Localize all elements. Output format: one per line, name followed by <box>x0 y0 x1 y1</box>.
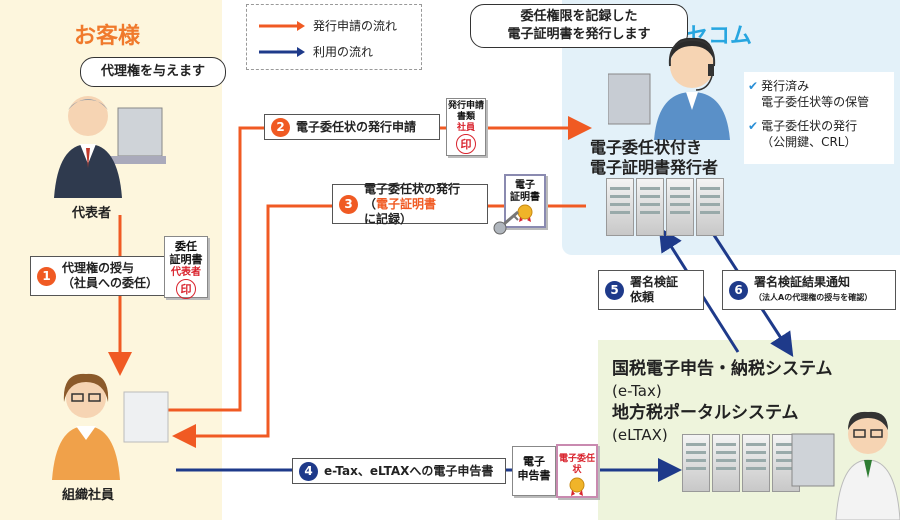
secom-speech-bubble: 委任権限を記録した 電子証明書を発行します <box>470 4 688 48</box>
step3-label: 3 電子委任状の発行 （電子証明書に記録） <box>332 182 488 226</box>
server-icon <box>742 434 770 492</box>
delegation-certificate-document: 電子委任状 <box>556 444 598 498</box>
representative-person-icon <box>54 96 166 198</box>
step2-label: 2 電子委任状の発行申請 <box>264 114 440 140</box>
server-icon <box>606 178 634 236</box>
certificate-with-key: 電子 証明書 <box>492 174 554 238</box>
server-icon <box>712 434 740 492</box>
secom-servers <box>606 178 726 236</box>
tax-servers <box>682 434 802 492</box>
step2-number: 2 <box>271 117 290 137</box>
orange-arrow-icon <box>259 20 305 31</box>
customer-title: お客様 <box>74 24 141 49</box>
step5-label: 5 署名検証 依頼 <box>598 270 704 310</box>
legend: 発行申請の流れ 利用の流れ <box>246 4 422 70</box>
employee-label: 組織社員 <box>62 488 115 503</box>
employee-person-icon <box>52 373 169 480</box>
step4-label: 4 e-Tax、eLTAXへの電子申告書 <box>292 458 506 484</box>
tax-system-title: 国税電子申告・納税システム (e-Tax) 地方税ポータルシステム (eLTAX… <box>612 359 833 444</box>
application-document: 発行申請 書類 社員 印 <box>446 98 486 156</box>
representative-speech-bubble: 代理権を与えます <box>80 57 226 87</box>
step5-number: 5 <box>605 280 624 300</box>
tax-officer-icon <box>791 411 900 520</box>
server-icon <box>696 178 724 236</box>
certificate-seal-icon <box>569 477 585 496</box>
server-icon <box>682 434 710 492</box>
arrow-step2 <box>168 116 592 412</box>
server-icon <box>636 178 664 236</box>
server-icon <box>666 178 694 236</box>
step1-label: 1 代理権の授与 （社員への委任） <box>30 256 166 296</box>
secom-operator-icon <box>608 37 730 140</box>
navy-arrow-icon <box>259 46 305 57</box>
step3-number: 3 <box>339 194 358 214</box>
check-icon: ✔ <box>748 79 759 93</box>
seal-stamp-icon: 印 <box>456 134 476 154</box>
step6-label: 6 署名検証結果通知 （法人Aの代理権の授与を確認） <box>722 270 896 310</box>
issuer-title: 電子委任状付き 電子証明書発行者 <box>590 138 719 177</box>
step1-number: 1 <box>37 266 56 286</box>
declaration-document: 電子 申告書 <box>512 446 556 496</box>
legend-use-flow: 利用の流れ <box>313 45 374 59</box>
check-icon: ✔ <box>748 119 759 133</box>
key-icon <box>493 210 519 235</box>
delegation-document: 委任 証明書 代表者 印 <box>164 236 208 299</box>
service-item: ✔ 電子委任状の発行（公開鍵、CRL） <box>748 119 858 149</box>
step4-number: 4 <box>299 461 318 481</box>
seal-stamp-icon: 印 <box>176 279 196 299</box>
secom-services-list: ✔ 発行済み電子委任状等の保管 ✔ 電子委任状の発行（公開鍵、CRL） <box>744 72 894 164</box>
step6-number: 6 <box>729 280 748 300</box>
legend-issue-flow: 発行申請の流れ <box>313 19 398 33</box>
representative-label: 代表者 <box>72 206 112 221</box>
service-item: ✔ 発行済み電子委任状等の保管 <box>748 79 870 109</box>
